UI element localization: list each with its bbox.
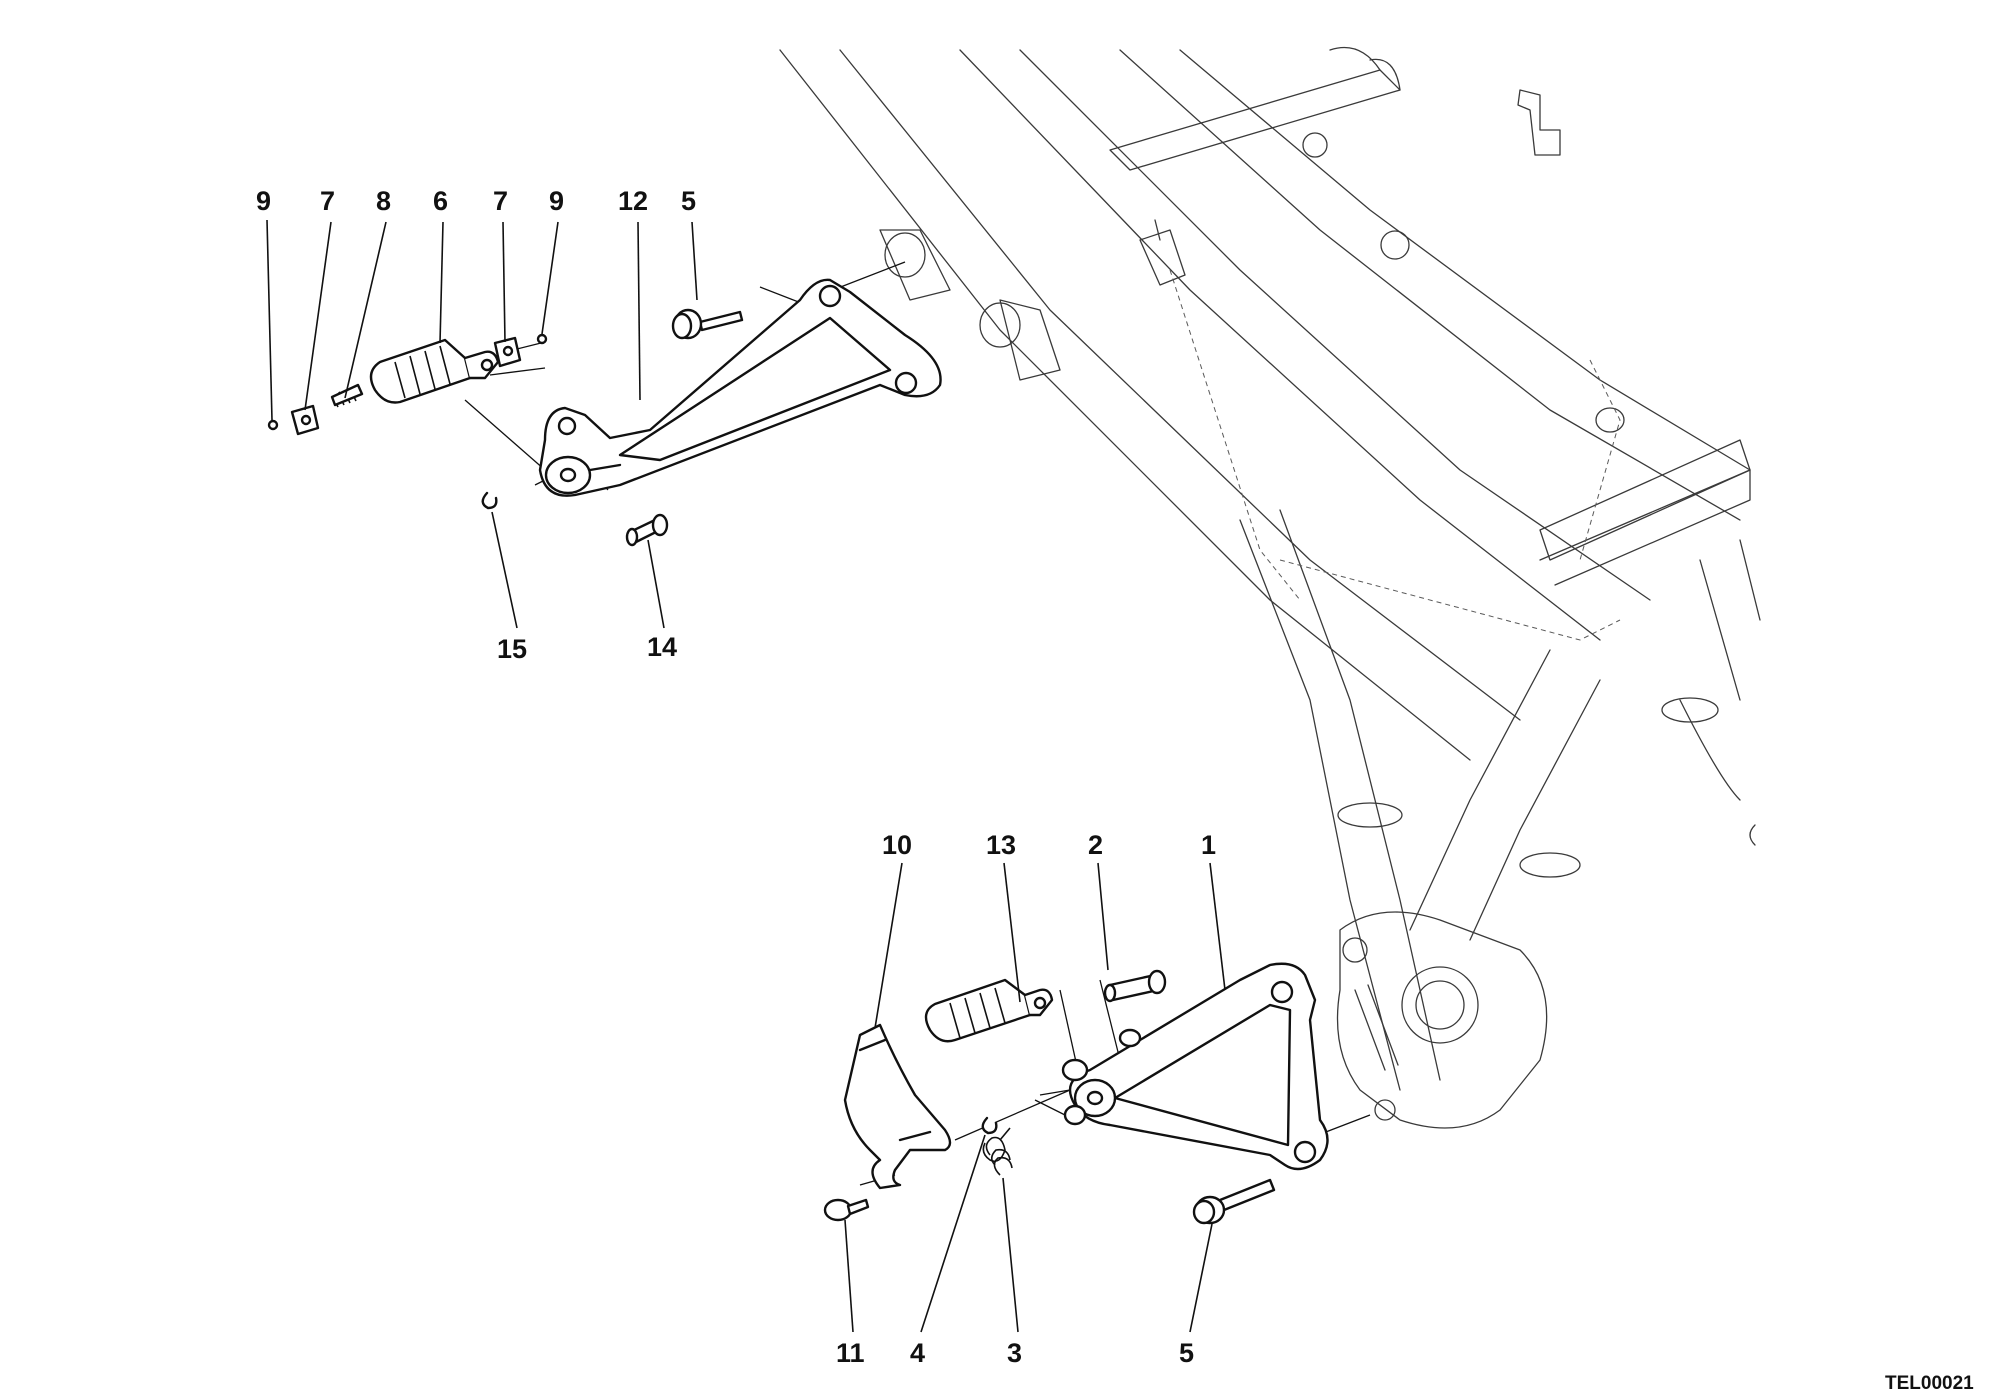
footpeg-pin-lower [1103,969,1167,1003]
callout-5-upper: 5 [681,186,696,216]
upper-footpeg-assembly [267,261,942,547]
callout-7-right: 7 [493,186,508,216]
footpeg-pin-upper [625,513,669,547]
return-spring [330,383,364,408]
heel-guard-plate [843,1023,952,1190]
passenger-footpeg [369,338,500,404]
mounting-bolt-lower [1192,1178,1276,1225]
callout-13: 13 [986,830,1016,860]
callout-11: 11 [836,1338,865,1368]
callout-labels: 9 7 8 6 7 9 12 5 15 14 10 13 2 1 11 4 3 … [256,186,1216,1368]
retaining-clip-lower [981,1116,998,1135]
callout-7-left: 7 [320,186,335,216]
callout-5-lower: 5 [1179,1338,1194,1368]
callout-leaders [266,219,1226,1333]
detent-ball-right [536,333,548,345]
retaining-clip-upper [481,491,498,510]
detent-ball-left [267,419,279,431]
callout-8: 8 [376,186,391,216]
mounting-bolt-upper [671,308,744,340]
rider-footpeg [924,978,1054,1043]
callout-3: 3 [1007,1338,1022,1368]
heel-guard-screw [823,1198,870,1222]
callout-15: 15 [497,634,527,664]
torsion-spring [982,1127,1013,1176]
callout-9-right: 9 [549,186,564,216]
callout-6: 6 [433,186,448,216]
callout-2: 2 [1088,830,1103,860]
callout-1: 1 [1201,830,1216,860]
callout-14: 14 [647,632,677,662]
callout-4: 4 [910,1338,925,1368]
callout-9-left: 9 [256,186,271,216]
callout-12: 12 [618,186,648,216]
diagram-code: TEL00021 [1885,1373,1974,1394]
motorcycle-frame [779,46,1761,1129]
callout-10: 10 [882,830,912,860]
lower-footpeg-assembly [823,962,1371,1225]
